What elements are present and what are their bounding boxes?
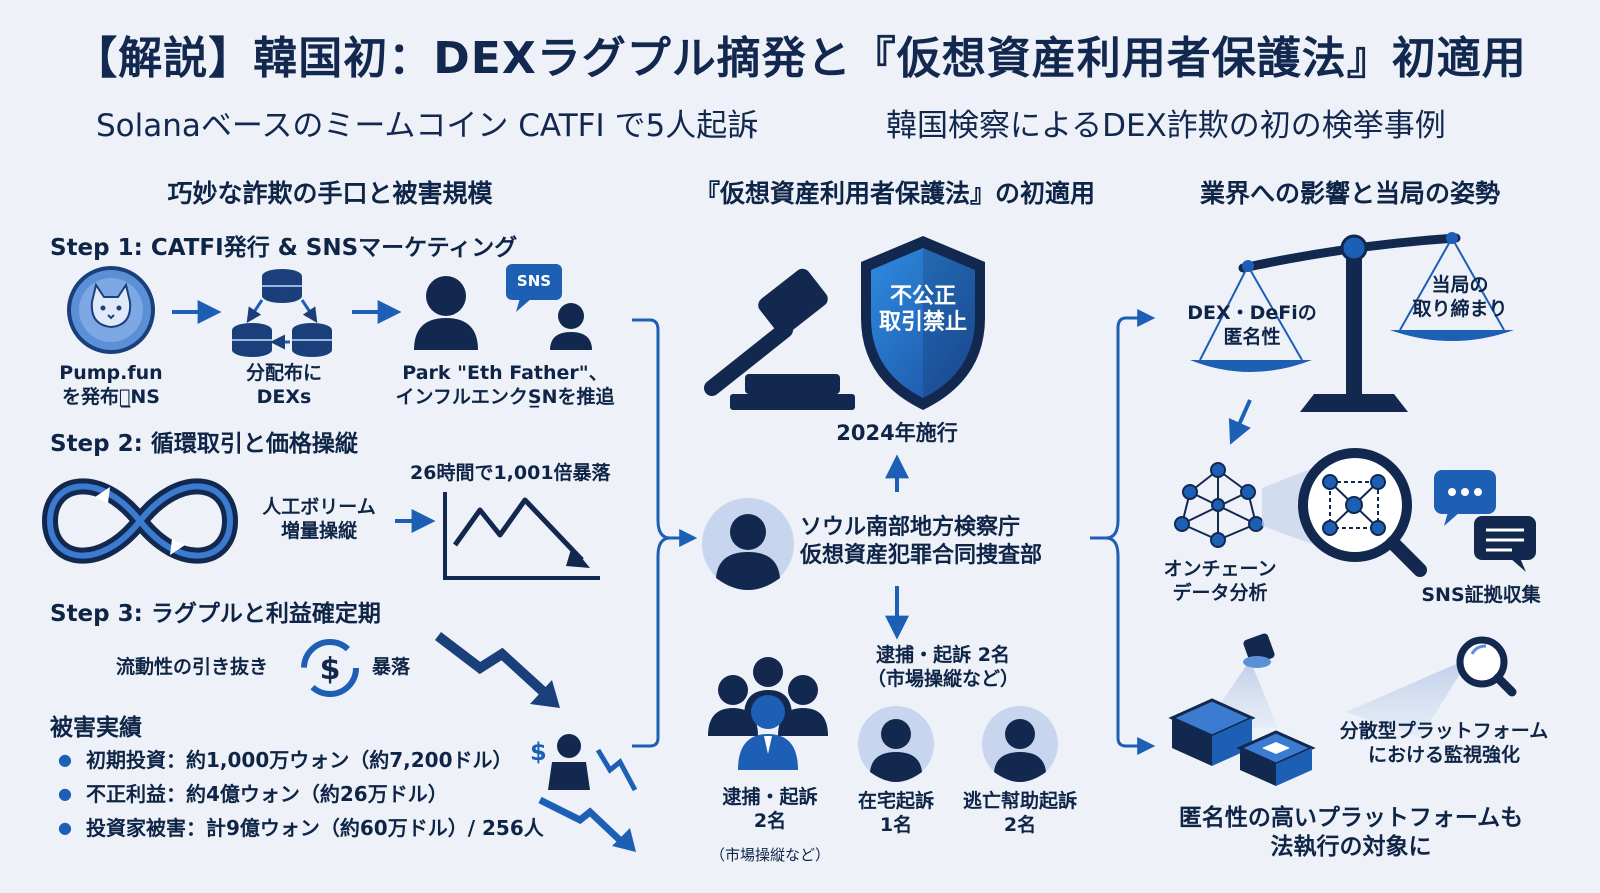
chat-bubbles-icon [1434, 470, 1536, 572]
escape-charge-avatar [982, 706, 1058, 782]
park-influencer-label: Park "Eth Father"、 インフルエンクS̲Nを推追 [395, 362, 615, 408]
influencer-person-icon [414, 276, 592, 350]
damage-heading: 被害実績 [50, 715, 142, 741]
dollar-cycle-icon: $ [301, 639, 359, 697]
balance-scale-icon [1190, 232, 1514, 412]
escape-charge-label: 逃亡幇助起訴 2名 [962, 790, 1077, 836]
infinity-loop-icon [41, 478, 239, 564]
left-section-heading: 巧妙な詐欺の手口と被害規模 [167, 179, 493, 208]
liquidity-pull-label: 流動性の引き抜き [116, 656, 269, 678]
right-bracket [1105, 316, 1140, 748]
network-nodes-icon [1174, 462, 1264, 548]
onchain-analysis-label: オンチェーン データ分析 [1163, 558, 1277, 604]
arrest-top-label: 逮捕・起訴 2名 （市場操縦など） [866, 644, 1019, 690]
svg-text:$: $ [530, 738, 547, 766]
damage-item-initial: 初期投資：約1,000万ウォン（約7,200ドル） [58, 744, 513, 773]
right-section-heading: 業界への影響と当局の姿勢 [1199, 179, 1500, 208]
scale-left-label: DEX・DeFiの 匿名性 [1187, 302, 1317, 348]
step1-heading: Step 1: CATFI発行 & SNSマーケティング [50, 235, 518, 261]
gavel-icon [704, 268, 855, 410]
search-beam [1346, 658, 1470, 738]
step3-heading: Step 3: ラグプルと利益確定期 [50, 601, 381, 627]
shield-text: 不公正 取引禁止 [878, 284, 967, 336]
page-title: 【解説】韓国初：DEXラグプル摘発と『仮想資産利用者保護法』初適用 [73, 33, 1527, 84]
search-magnifier-icon [1456, 636, 1517, 697]
prosecutor-avatar [702, 498, 794, 590]
subtitle-left: Solanaベースのミームコイン CATFI で5人起訴 [96, 108, 759, 144]
subtitle-right: 韓国検察によるDEX詐欺の初の検挙事例 [886, 108, 1446, 144]
damage-item-victims: 投資家被害：計9億ウォン（約60万ドル）/ 256人 [58, 812, 544, 841]
home-charge-label: 在宅起訴 1名 [857, 790, 934, 836]
arrest-bottom-label: 逮捕・起訴 2名 [722, 786, 818, 832]
crash-chart-icon [443, 492, 600, 580]
prosecutor-office-label: ソウル南部地方検察庁 仮想資産犯罪合同捜査部 [800, 515, 1043, 568]
magnifier-icon [1298, 448, 1427, 577]
down-trend-arrow-icon [434, 632, 560, 708]
spotlight-icon [1243, 633, 1275, 668]
sns-badge-text: SNS [516, 272, 552, 290]
crash-label: 暴落 [372, 656, 411, 678]
monitoring-label: 分散型プラットフォーム における監視強化 [1339, 720, 1549, 766]
conclusion-label: 匿名性の高いプラットフォームも 法執行の対象に [1178, 805, 1524, 860]
platform-blocks-icon [1168, 698, 1316, 786]
arrest-bottom-note: （市場操縦など） [709, 846, 830, 864]
crash-26h-label: 26時間で1,001倍暴落 [410, 462, 611, 484]
sns-evidence-label: SNS証拠収集 [1421, 584, 1541, 606]
step2-heading: Step 2: 循環取引と価格操縦 [50, 431, 358, 457]
dex-distribution-label: 分配布に DEXs [245, 362, 322, 408]
sns-chat-bubble-icon [506, 264, 562, 312]
cat-coin-icon [67, 266, 155, 354]
artificial-volume-label: 人工ボリーム 増量操縦 [262, 496, 376, 542]
enacted-2024-label: 2024年施行 [836, 421, 958, 445]
group-people-icon [708, 657, 828, 770]
shield-icon [861, 236, 985, 410]
damage-item-profit: 不正利益：約4億ウォン（約26万ドル） [58, 778, 448, 807]
pump-fun-label: Pump.fun を発布し̲NS [59, 362, 163, 408]
center-section-heading: 『仮想資産利用者保護法』の初適用 [694, 179, 1095, 208]
svg-text:$: $ [320, 652, 341, 687]
home-charge-avatar [858, 706, 934, 782]
database-network-icon [232, 269, 332, 357]
scale-right-label: 当局の 取り締まり [1412, 274, 1508, 320]
falling-investor-icon: $ [530, 734, 638, 852]
